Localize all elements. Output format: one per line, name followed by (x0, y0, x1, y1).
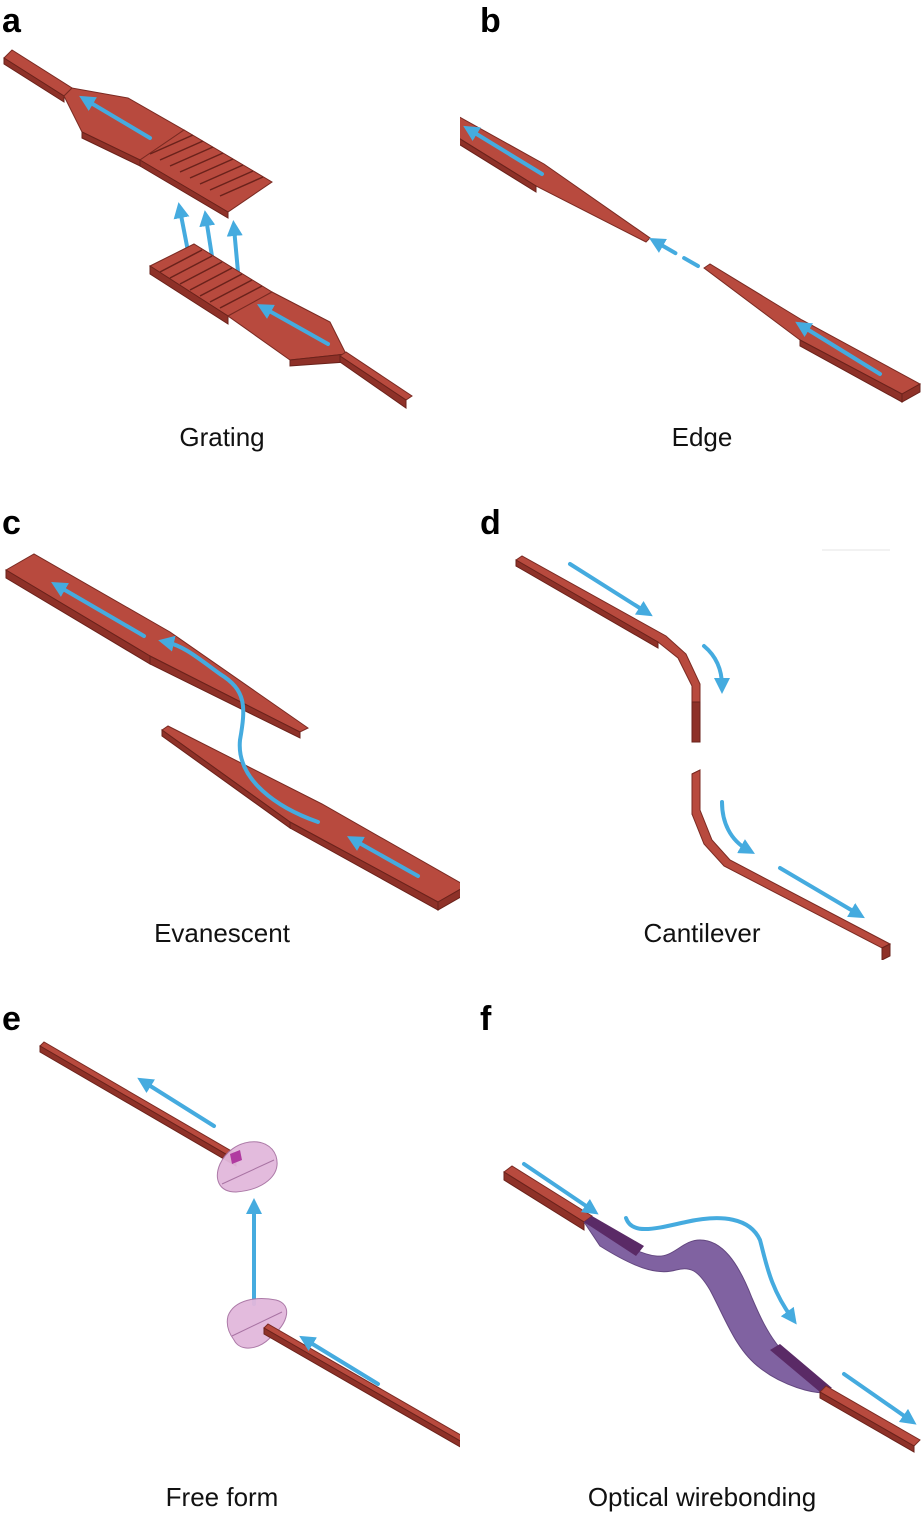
panel-letter-c: c (2, 504, 21, 542)
arrow-icon (624, 1216, 797, 1325)
panel-wirebonding: f Optical wirebonding (460, 1000, 921, 1510)
arrow-icon (649, 238, 700, 268)
arrow-icon (720, 800, 755, 854)
lens-icon (216, 1141, 278, 1193)
panel-letter-f: f (480, 1000, 492, 1038)
panel-letter-a: a (2, 2, 21, 40)
arrow-icon (137, 1077, 216, 1128)
bottom-grating-coupler (148, 243, 413, 409)
arrow-icon (842, 1372, 917, 1425)
panel-letter-d: d (480, 504, 501, 542)
arrow-icon (463, 125, 544, 176)
arrow-icon (778, 866, 865, 919)
arrow-icon (702, 644, 730, 694)
arrow-icon (257, 304, 330, 346)
cantilever-waveguide-bottom (691, 769, 892, 960)
panel-evanescent: c Evanescent (0, 500, 460, 1000)
edge-waveguide-left (460, 116, 651, 243)
top-grating-coupler (3, 49, 273, 219)
wirebond-polymer (583, 1216, 834, 1394)
wirebond-waveguide-right (819, 1385, 921, 1453)
caption-cantilever: Cantilever (643, 918, 761, 948)
cantilever-diagram (515, 549, 892, 960)
arrow-icon (347, 836, 420, 878)
grating-teeth-top (139, 129, 273, 219)
arrow-icon (795, 321, 882, 376)
freeform-waveguide-bottom (263, 1323, 460, 1448)
panel-letter-e: e (2, 1000, 21, 1038)
caption-freeform: Free form (165, 1482, 279, 1512)
panel-letter-b: b (480, 2, 501, 40)
caption-wirebonding: Optical wirebonding (587, 1482, 817, 1512)
cantilever-waveguide-top (515, 555, 701, 743)
caption-grating: Grating (179, 422, 265, 452)
arrow-icon (522, 1162, 599, 1215)
evanescent-diagram (5, 553, 460, 911)
arrow-icon (568, 562, 653, 617)
freeform-diagram (39, 1041, 460, 1448)
grating-diagram (3, 49, 413, 409)
arrow-icon (299, 1335, 380, 1386)
panel-cantilever: d Cantilever (460, 500, 920, 1000)
wirebond-waveguide-left (503, 1165, 593, 1231)
panel-grating: a (0, 0, 460, 500)
freeform-waveguide-top (39, 1041, 241, 1167)
caption-evanescent: Evanescent (154, 918, 290, 948)
panel-freeform: e Free form (0, 1000, 460, 1510)
arrow-icon (158, 635, 320, 824)
wirebonding-diagram (503, 1162, 921, 1453)
arrow-icon (51, 581, 146, 638)
edge-diagram (460, 116, 921, 403)
arrow-icon (79, 95, 152, 140)
evanescent-waveguide-top (5, 553, 309, 739)
caption-edge: Edge (671, 422, 733, 452)
panel-edge: b Edge (460, 0, 921, 500)
